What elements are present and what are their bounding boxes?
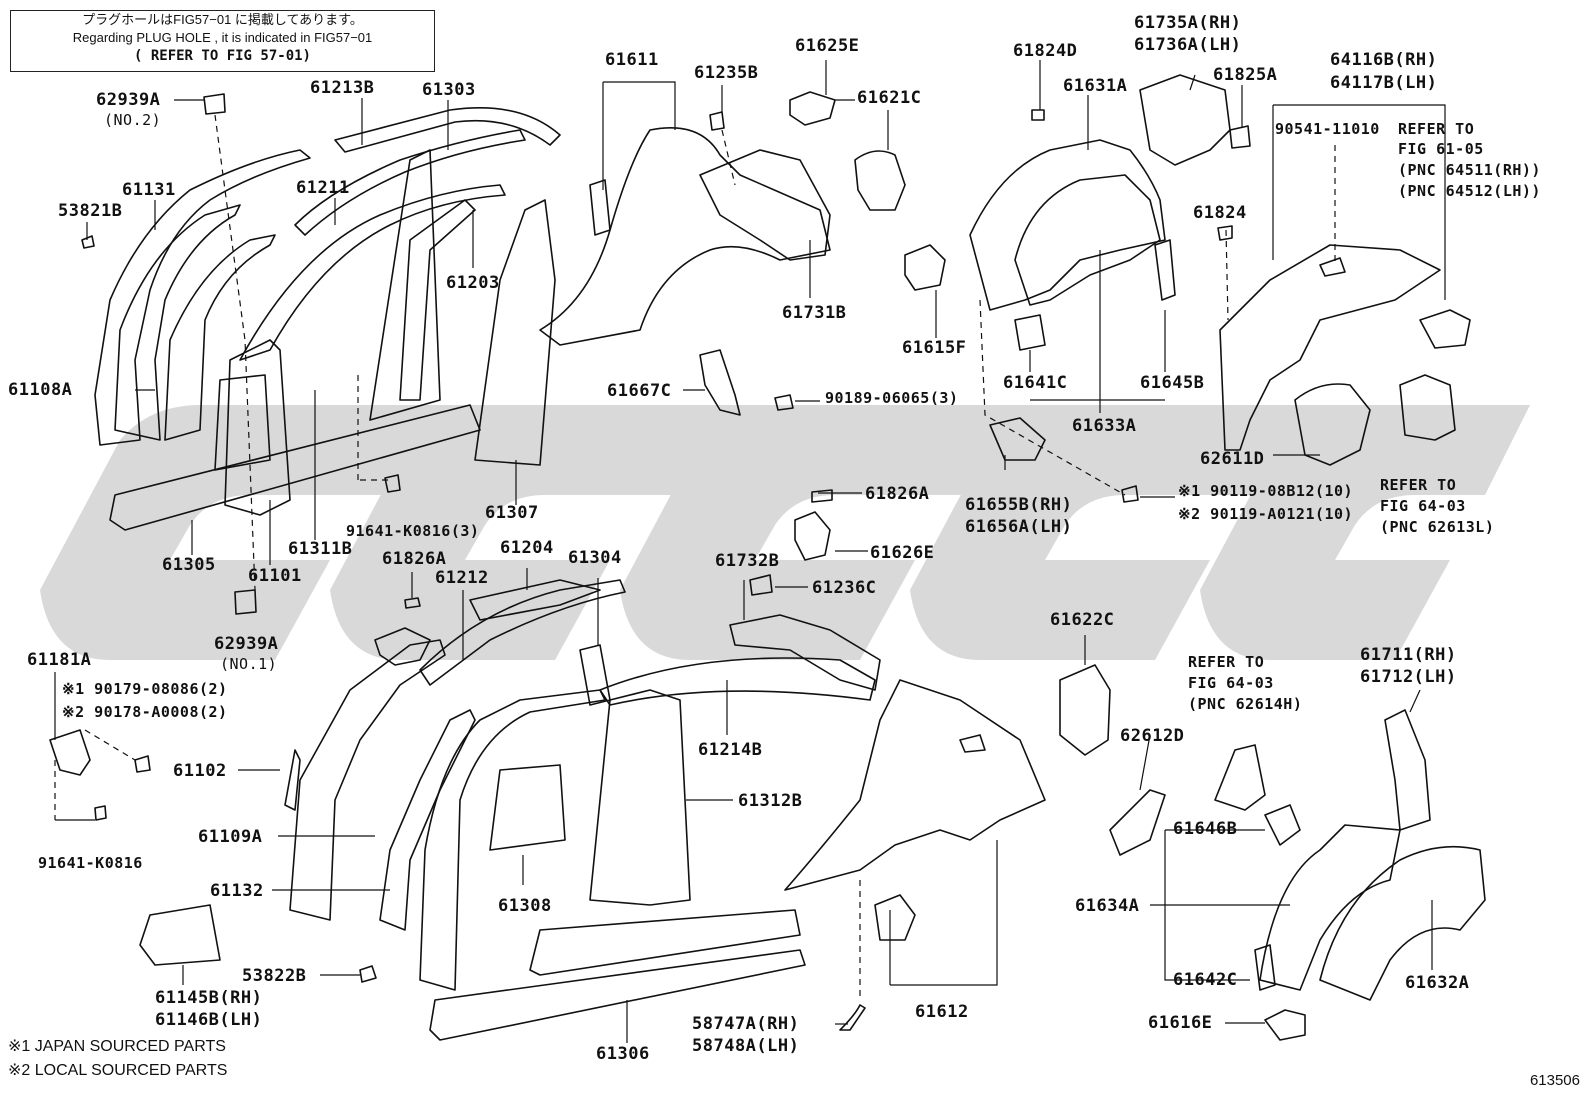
part-label-note: (NO.2) [104, 111, 162, 129]
part-label[interactable]: 61312B [738, 791, 803, 811]
reference-note: REFER TO [1398, 120, 1475, 138]
part-label[interactable]: 61825A [1213, 65, 1278, 85]
part-label[interactable]: 53821B [58, 201, 123, 221]
part-label[interactable]: 62612D [1120, 726, 1185, 746]
part-label[interactable]: 64117B(LH) [1330, 73, 1438, 93]
part-label[interactable]: ※1 90119-08B12(10) [1178, 482, 1354, 500]
part-label[interactable]: 61732B [715, 551, 780, 571]
part-label[interactable]: 62939A [96, 90, 161, 110]
part-label[interactable]: 61212 [435, 568, 489, 588]
part-label[interactable]: 61646B [1173, 819, 1238, 839]
part-label[interactable]: 62939A [214, 634, 279, 654]
part-label[interactable]: 90541-11010 [1275, 120, 1380, 138]
part-label[interactable]: 61145B(RH) [155, 988, 263, 1008]
part-label[interactable]: 61621C [857, 88, 922, 108]
part-label[interactable]: 61631A [1063, 76, 1128, 96]
part-label[interactable]: 61712(LH) [1360, 667, 1457, 687]
note-line-ref: ( REFER TO FIG 57-01) [133, 48, 311, 64]
part-label[interactable]: 61204 [500, 538, 554, 558]
part-label[interactable]: ※2 90178-A0008(2) [62, 703, 228, 721]
reference-note: (PNC 64511(RH)) [1398, 161, 1541, 179]
watermark-logo [40, 405, 1530, 660]
part-label[interactable]: 61612 [915, 1002, 969, 1022]
part-label[interactable]: 61616E [1148, 1013, 1213, 1033]
part-label[interactable]: 61307 [485, 503, 539, 523]
part-label[interactable]: 61656A(LH) [965, 517, 1073, 537]
part-label[interactable]: 61645B [1140, 373, 1205, 393]
part-label[interactable]: 58748A(LH) [692, 1036, 800, 1056]
reference-note: (PNC 62613L) [1380, 518, 1495, 536]
part-label[interactable]: 61181A [27, 650, 92, 670]
part-label[interactable]: 61625E [795, 36, 860, 56]
part-label[interactable]: 61633A [1072, 416, 1137, 436]
part-label[interactable]: 91641-K0816(3) [346, 522, 480, 540]
part-label[interactable]: 61634A [1075, 896, 1140, 916]
footnote-local: ※2 LOCAL SOURCED PARTS [8, 1062, 228, 1079]
part-label[interactable]: 58747A(RH) [692, 1014, 800, 1034]
part-label[interactable]: 61131 [122, 180, 176, 200]
figure-number: 613506 [1529, 1072, 1580, 1089]
part-label[interactable]: 61626E [870, 543, 935, 563]
part-label[interactable]: 61824 [1193, 203, 1247, 223]
part-label[interactable]: 61642C [1173, 970, 1238, 990]
reference-note: FIG 64-03 [1380, 497, 1466, 515]
part-label[interactable]: 61311B [288, 539, 353, 559]
part-label[interactable]: ※2 90119-A0121(10) [1178, 505, 1354, 523]
part-label[interactable]: 61213B [310, 78, 375, 98]
part-label[interactable]: 61655B(RH) [965, 495, 1073, 515]
part-label[interactable]: 61203 [446, 273, 500, 293]
part-outlines [49, 74, 1486, 1041]
reference-note: (PNC 64512(LH)) [1398, 182, 1541, 200]
part-label-note: (NO.1) [220, 655, 278, 673]
part-label[interactable]: 61824D [1013, 41, 1078, 61]
part-label[interactable]: 61304 [568, 548, 622, 568]
part-label[interactable]: 61211 [296, 178, 350, 198]
footnote-japan: ※1 JAPAN SOURCED PARTS [8, 1038, 226, 1055]
reference-note: REFER TO [1380, 476, 1457, 494]
part-label[interactable]: 61641C [1003, 373, 1068, 393]
part-label[interactable]: 61711(RH) [1360, 645, 1457, 665]
part-label[interactable]: 61826A [865, 484, 930, 504]
part-label[interactable]: 61735A(RH) [1134, 13, 1242, 33]
part-label[interactable]: 90189-06065(3) [825, 389, 959, 407]
part-label[interactable]: 61214B [698, 740, 763, 760]
reference-note: FIG 64-03 [1188, 674, 1274, 692]
part-label[interactable]: 64116B(RH) [1330, 50, 1438, 70]
part-label[interactable]: 61736A(LH) [1134, 35, 1242, 55]
note-line-jp: プラグホールはFIG57−01 に掲載してあります。 [82, 12, 363, 27]
part-label[interactable]: 61235B [694, 63, 759, 83]
part-label[interactable]: 61303 [422, 80, 476, 100]
part-label[interactable]: 61236C [812, 578, 877, 598]
part-label[interactable]: 91641-K0816 [38, 854, 143, 872]
part-label[interactable]: 61102 [173, 761, 227, 781]
part-label[interactable]: ※1 90179-08086(2) [62, 680, 228, 698]
plug-hole-note: プラグホールはFIG57−01 に掲載してあります。 Regarding PLU… [10, 10, 435, 72]
reference-note: (PNC 62614H) [1188, 695, 1303, 713]
part-label[interactable]: 61615F [902, 338, 967, 358]
reference-note: REFER TO [1188, 653, 1265, 671]
part-label[interactable]: 61101 [248, 566, 302, 586]
part-label[interactable]: 61306 [596, 1044, 650, 1064]
part-label[interactable]: 61108A [8, 380, 73, 400]
part-label[interactable]: 61132 [210, 881, 264, 901]
part-label[interactable]: 61826A [382, 549, 447, 569]
part-label[interactable]: 53822B [242, 966, 307, 986]
part-label[interactable]: 61146B(LH) [155, 1010, 263, 1030]
part-label[interactable]: 61622C [1050, 610, 1115, 630]
part-label[interactable]: 61109A [198, 827, 263, 847]
part-label[interactable]: 61611 [605, 50, 659, 70]
part-label[interactable]: 61731B [782, 303, 847, 323]
part-label[interactable]: 61308 [498, 896, 552, 916]
leader-lines [54, 60, 1446, 1043]
part-label[interactable]: 62611D [1200, 449, 1265, 469]
reference-note: FIG 61-05 [1398, 140, 1484, 158]
part-label[interactable]: 61305 [162, 555, 216, 575]
part-label[interactable]: 61632A [1405, 973, 1470, 993]
note-line-en: Regarding PLUG HOLE , it is indicated in… [72, 30, 373, 45]
part-label[interactable]: 61667C [607, 381, 672, 401]
